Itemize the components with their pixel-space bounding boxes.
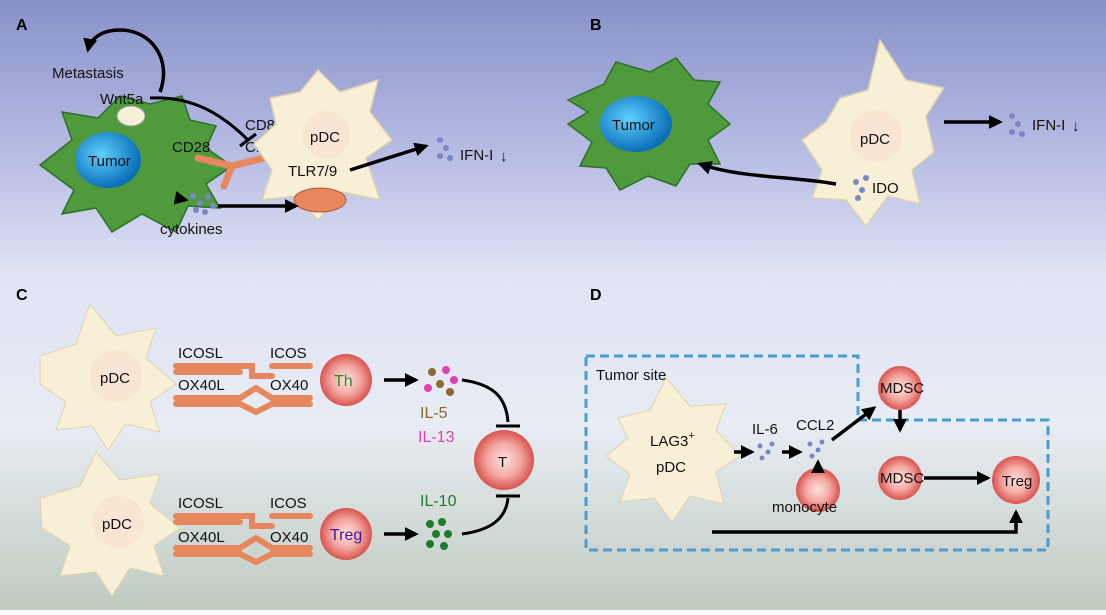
- ifn-label-a: IFN-I: [460, 147, 493, 164]
- ccl2-dots: [807, 439, 825, 459]
- ido-label: IDO: [872, 180, 899, 197]
- icos-label-top: ICOS: [270, 345, 307, 362]
- il10-inhibit-line: [461, 497, 510, 536]
- pdc-label-c-bottom: pDC: [102, 516, 132, 533]
- cytokine-dots-a: [190, 193, 216, 215]
- tlr-endosome: [293, 187, 347, 213]
- th-label: Th: [334, 373, 353, 390]
- th-cell: [320, 354, 372, 406]
- wnt5a-vesicle: [116, 105, 146, 127]
- il6-dots: [757, 441, 775, 461]
- ifn-down-arrow-b: ↓: [1072, 118, 1080, 135]
- t-label: T: [498, 454, 507, 471]
- cytokines-label: cytokines: [160, 221, 223, 238]
- t-cell: [474, 430, 534, 490]
- tumor-nucleus-b: [600, 96, 672, 152]
- pdc-core-a: [302, 111, 350, 159]
- cd28-label: CD28: [172, 139, 210, 156]
- monocyte-label: monocyte: [772, 499, 837, 516]
- ox40-label-bottom: OX40: [270, 529, 308, 546]
- il6-label: IL-6: [752, 421, 778, 438]
- pdc-core-c-top: [90, 350, 142, 402]
- mdsc-cell-top: [878, 366, 922, 410]
- il5-il13-dots: [424, 366, 458, 396]
- tumor-site-box: [584, 354, 1050, 552]
- panel-a-label: A: [16, 17, 28, 34]
- pdc-core-c-bottom: [92, 496, 144, 548]
- tumor-site-label: Tumor site: [596, 367, 666, 384]
- metastasis-arrow: [83, 28, 166, 93]
- tumor-nucleus-a: [75, 132, 141, 188]
- monocyte-cell: [796, 468, 840, 512]
- ccl2-to-mdsc-arrow: [830, 406, 877, 442]
- ifn-dots-b: [1009, 113, 1025, 137]
- ifn-down-arrow-a: ↓: [500, 148, 508, 165]
- tumor-label-b: Tumor: [612, 117, 655, 134]
- lag3-pdc-label: pDC: [656, 459, 686, 476]
- wnt5a-inhibit-line: [149, 96, 250, 142]
- ox40l-label-top: OX40L: [178, 377, 225, 394]
- receptors-c-bottom: [173, 513, 313, 566]
- treg-label-d: Treg: [1002, 473, 1032, 490]
- tlr-label: TLR7/9: [288, 163, 337, 180]
- ccl2-label: CCL2: [796, 417, 834, 434]
- ox40-label-top: OX40: [270, 377, 308, 394]
- receptors-c-top: [173, 363, 313, 416]
- ifn-dots-a: [437, 137, 453, 161]
- pdc-label-c-top: pDC: [100, 370, 130, 387]
- pdc-to-treg-arrow: [712, 509, 1023, 534]
- icosl-label-top: ICOSL: [178, 345, 223, 362]
- lag3-label: LAG3+: [650, 430, 695, 450]
- pdc-label-b: pDC: [860, 131, 890, 148]
- treg-label-c: Treg: [330, 527, 362, 544]
- metastasis-label: Metastasis: [52, 65, 124, 82]
- lag3-pdc-cell: [605, 377, 741, 523]
- il13-label: IL-13: [418, 429, 455, 446]
- mdsc-label-mid: MDSC: [880, 470, 924, 487]
- panel-d-label: D: [590, 287, 602, 304]
- wnt5a-inhibit-bar: [239, 132, 257, 148]
- mdsc-cell-mid: [878, 456, 922, 500]
- tumor-label-a: Tumor: [88, 153, 131, 170]
- ido-dots: [853, 175, 869, 201]
- treg-cell-c: [320, 508, 372, 560]
- ido-to-tumor-arrow: [697, 161, 837, 186]
- icosl-label-bottom: ICOSL: [178, 495, 223, 512]
- panel-c-label: C: [16, 287, 28, 304]
- il10-dots: [426, 518, 452, 550]
- ifn-arrow-a: [349, 142, 429, 172]
- cd28-receptor-stem: [220, 162, 236, 190]
- wnt5a-label: Wnt5a: [100, 91, 144, 108]
- panel-b-label: B: [590, 17, 602, 34]
- il10-label: IL-10: [420, 493, 457, 510]
- tumor-to-cytokine-arrow: [173, 190, 189, 205]
- pdc-label-a: pDC: [310, 129, 340, 146]
- mdsc-label-top: MDSC: [880, 380, 924, 397]
- ifn-label-b: IFN-I: [1032, 117, 1065, 134]
- ox40l-label-bottom: OX40L: [178, 529, 225, 546]
- icos-label-bottom: ICOS: [270, 495, 307, 512]
- il5-inhibit-line: [461, 378, 510, 423]
- il5-label: IL-5: [420, 405, 448, 422]
- treg-cell-d: [992, 456, 1040, 504]
- pdc-core-b: [850, 110, 902, 162]
